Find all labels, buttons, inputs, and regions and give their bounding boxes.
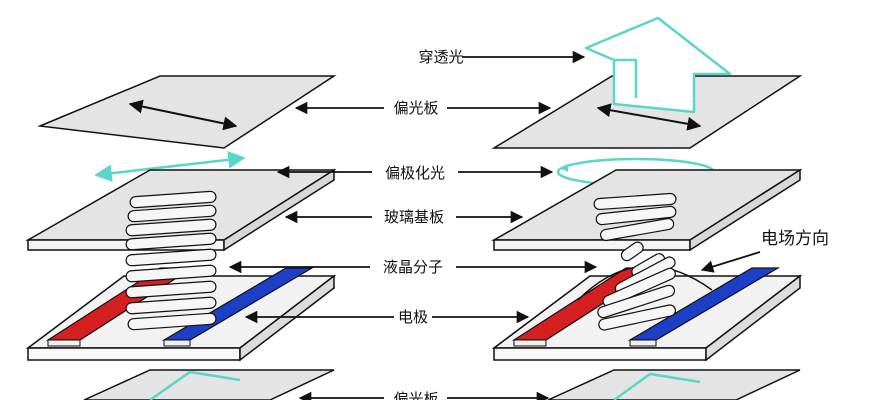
label-polarized-light: 偏极化光 — [385, 164, 445, 182]
label-transmitted-light: 穿透光 — [418, 48, 463, 66]
left-polarized-light-arrow — [94, 151, 246, 182]
left-bottom-polarizer — [83, 369, 335, 400]
pointer-field-direction — [700, 251, 761, 273]
label-polarizer-top: 偏光板 — [393, 99, 438, 117]
transmitted-light-arrow — [584, 16, 732, 114]
left-electrode-substrate-side — [239, 274, 335, 362]
label-liquid-crystal: 液晶分子 — [383, 258, 443, 276]
right-polarizer-axis-arrow — [596, 103, 702, 131]
left-stack — [25, 75, 337, 400]
right-liquid-crystal-molecules — [593, 192, 677, 331]
center-labels: 穿透光 偏光板 偏极化光 玻璃基板 液晶分子 电极 偏光板 电场方向 — [228, 48, 829, 400]
left-top-polarizer — [37, 75, 337, 149]
left-bottom-light-arrow — [149, 370, 241, 400]
label-electrode: 电极 — [398, 308, 428, 326]
right-stack — [491, 16, 803, 400]
right-electrode-substrate-side — [705, 274, 801, 362]
label-glass-substrate: 玻璃基板 — [384, 208, 444, 226]
left-polarizer-axis-arrow — [128, 99, 238, 131]
left-electrode-substrate-front — [27, 347, 241, 361]
label-polarizer-bottom: 偏光板 — [393, 390, 438, 400]
left-glass-substrate-side — [223, 168, 335, 252]
right-bottom-polarizer — [547, 369, 801, 400]
right-bottom-light-arrow — [613, 372, 701, 400]
right-glass-substrate-side — [689, 168, 801, 252]
right-glass-substrate-front — [493, 239, 691, 251]
right-electrode-substrate-front — [493, 347, 707, 361]
label-field-direction: 电场方向 — [761, 229, 829, 249]
left-liquid-crystal-helix — [125, 190, 217, 331]
